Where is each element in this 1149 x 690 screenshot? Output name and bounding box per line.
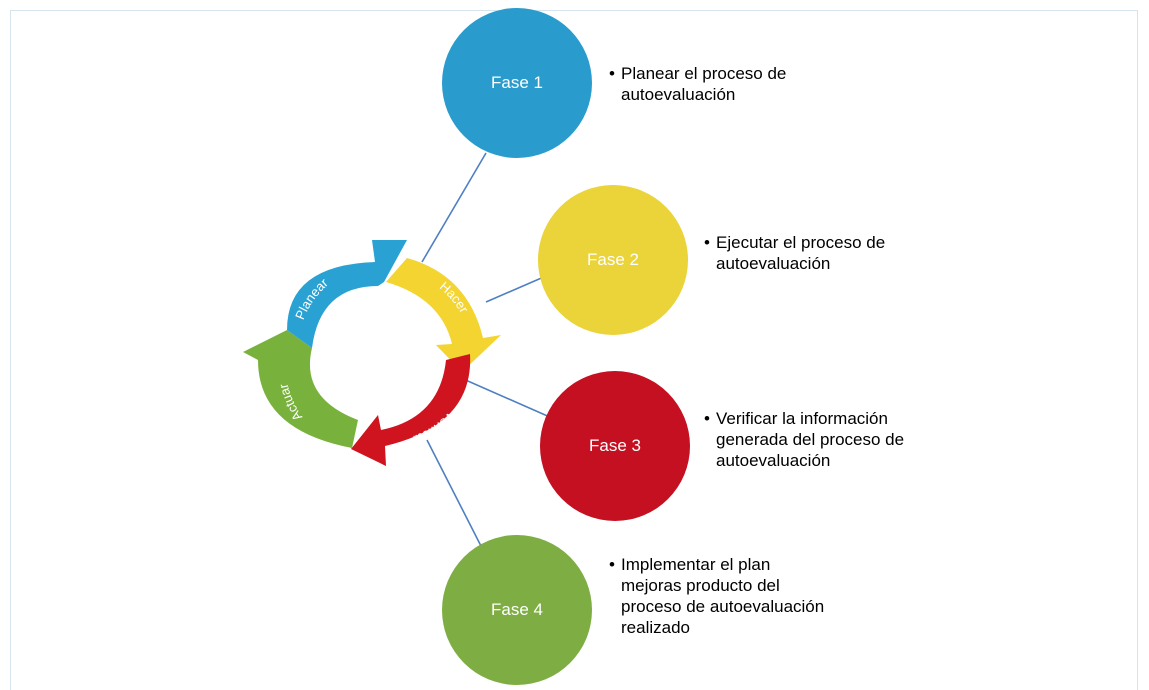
phase-2-label: Fase 2 (587, 250, 639, 269)
hacer-arrow (386, 258, 501, 372)
bullet: • (704, 233, 710, 252)
phase-3-text: Verificar la información generada del pr… (716, 409, 905, 470)
diagram-frame (10, 10, 1138, 690)
connector-phase-1 (421, 152, 487, 263)
phase-3-description: • Verificar la información generada del … (704, 408, 936, 471)
phase-1-description: • Planear el proceso de autoevaluación (609, 63, 851, 105)
phase-1-label: Fase 1 (491, 73, 543, 92)
connector-phase-4 (426, 439, 483, 549)
phase-2-text: Ejecutar el proceso de autoevaluación (716, 233, 886, 273)
phase-3-circle: Fase 3 (540, 371, 690, 521)
bullet: • (609, 64, 615, 83)
phase-4-circle: Fase 4 (442, 535, 592, 685)
bullet: • (704, 409, 710, 428)
phase-4-description: • Implementar el plan mejoras producto d… (609, 554, 826, 638)
phase-4-text: Implementar el plan mejoras producto del… (621, 555, 825, 637)
phase-1-text: Planear el proceso de autoevaluación (621, 64, 787, 104)
connector-phase-3 (460, 377, 553, 419)
phase-1-circle: Fase 1 (442, 8, 592, 158)
bullet: • (609, 555, 615, 574)
phase-4-label: Fase 4 (491, 600, 543, 619)
actuar-arrow (243, 330, 358, 448)
phase-2-description: • Ejecutar el proceso de autoevaluación (704, 232, 936, 274)
phase-3-label: Fase 3 (589, 436, 641, 455)
verificar-arrow (351, 354, 471, 466)
connector-phase-2 (485, 275, 547, 303)
planear-arrow (287, 240, 407, 348)
phase-2-circle: Fase 2 (538, 185, 688, 335)
